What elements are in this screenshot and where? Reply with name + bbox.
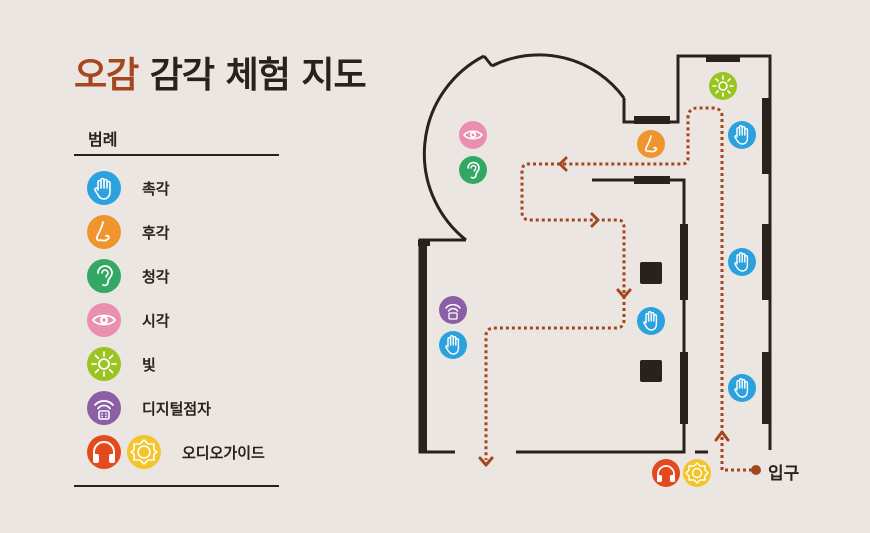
digital-braille-icon [87, 391, 121, 425]
title-rest: 감각 체험 지도 [149, 55, 367, 96]
legend-heading: 범례 [88, 130, 118, 149]
map-headphones-icon [652, 459, 680, 487]
arrow-up [714, 430, 730, 442]
route-arrows [478, 156, 730, 467]
map-eye-icon [459, 121, 487, 149]
visitor-route [484, 106, 752, 472]
map-light-icon [709, 72, 737, 100]
legend-label-hearing: 청각 [142, 267, 170, 286]
legend-bottom-rule [74, 485, 279, 487]
title-accent: 오감 [74, 55, 139, 96]
legend-label-audio-guide: 오디오가이드 [182, 444, 265, 462]
map-audio-badge-icon [683, 459, 711, 487]
legend-item-audio-guide: 오디오가이드 [86, 434, 286, 470]
entrance-label: 입구 [768, 464, 800, 484]
headphones-icon [87, 435, 121, 469]
arrow-left [558, 156, 568, 172]
legend-item-smell: 후각 [86, 214, 286, 250]
legend-label-light: 빛 [142, 355, 156, 374]
ear-icon [87, 259, 121, 293]
entrance-dot [751, 465, 761, 475]
map-digital-braille-icon [439, 296, 467, 324]
round-room-wall-left [422, 54, 485, 242]
arrow-down-exit [478, 456, 494, 467]
legend-top-rule [74, 154, 279, 156]
legend-item-digital-braille: 디지털점자 [86, 390, 286, 426]
legend-item-light: 빛 [86, 346, 286, 382]
arrow-down [616, 288, 632, 299]
map-title: 오감 감각 체험 지도 [74, 46, 367, 98]
nose-icon [87, 215, 121, 249]
legend-label-smell: 후각 [142, 223, 170, 242]
light-icon [87, 347, 121, 381]
legend-item-touch: 촉각 [86, 170, 286, 206]
round-room-wall-top [491, 53, 626, 99]
legend-label-touch: 촉각 [142, 179, 170, 198]
map-hand-icon [727, 120, 757, 150]
map-ear-icon [459, 156, 487, 184]
legend-item-sight: 시각 [86, 302, 286, 338]
arrow-right [590, 212, 600, 228]
walls [418, 53, 772, 454]
audio-badge-icon [127, 435, 161, 469]
pillar [640, 360, 662, 382]
wall-panels [418, 56, 770, 452]
map-hand-icon [727, 373, 757, 403]
eye-icon [87, 303, 121, 337]
legend-item-hearing: 청각 [86, 258, 286, 294]
map-hand-icon [636, 306, 666, 336]
map-nose-icon [637, 130, 665, 158]
pillar [640, 262, 662, 284]
map-hand-icon [438, 330, 468, 360]
hand-icon [87, 171, 121, 205]
legend-label-digital-braille: 디지털점자 [142, 399, 212, 418]
map-hand-icon [727, 247, 757, 277]
legend-label-sight: 시각 [142, 311, 170, 330]
